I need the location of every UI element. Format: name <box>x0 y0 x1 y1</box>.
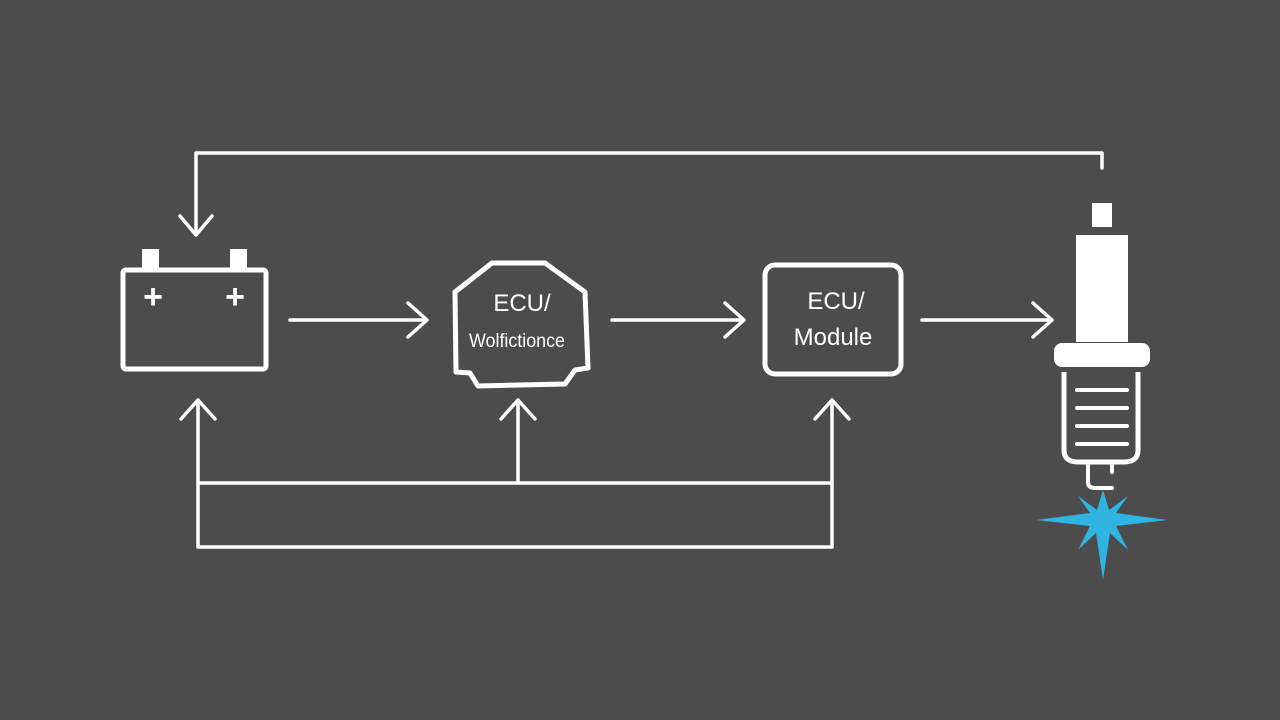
battery-plus-right: + <box>225 278 245 316</box>
ecu-connector-line1: ECU/ <box>493 290 551 317</box>
arrow-ecu-to-module <box>610 301 746 339</box>
ecu-connector-node: ECU/ Wolfictionce <box>452 260 591 389</box>
spark-plug-icon <box>1054 203 1150 490</box>
battery-icon: + + <box>120 249 269 372</box>
module-line1: ECU/ <box>807 288 865 315</box>
ecu-connector-line2: Wolfictionce <box>469 331 565 352</box>
module-box-node: ECU/ Module <box>762 262 904 377</box>
arrow-battery-to-ecu <box>288 301 429 339</box>
battery-plus-left: + <box>143 278 163 316</box>
module-line2: Module <box>794 324 873 351</box>
spark-burst-icon <box>1036 490 1168 580</box>
top-return-wire <box>178 151 1104 237</box>
arrow-module-to-plug <box>920 301 1054 339</box>
bottom-return-network <box>179 398 851 549</box>
